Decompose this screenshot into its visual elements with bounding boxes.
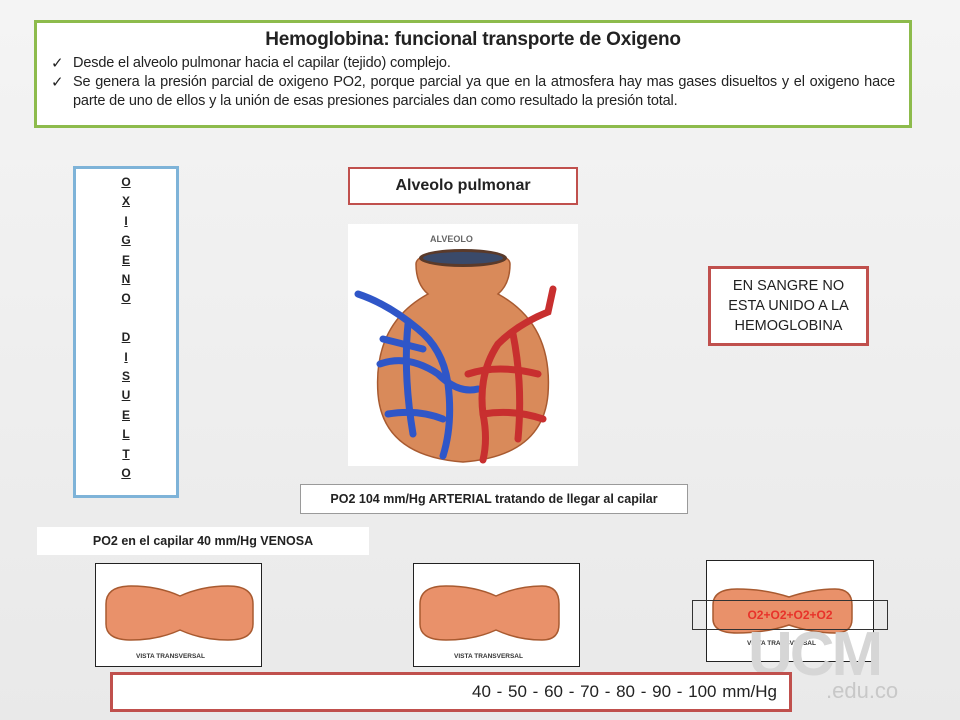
o2-label: O2+O2+O2+O2 — [692, 600, 888, 630]
vertical-letter: N — [121, 272, 131, 287]
bullet-text: Se genera la presión parcial de oxigeno … — [73, 74, 895, 109]
red-cell-card: VISTA TRANSVERSAL — [413, 563, 580, 667]
en-sangre-note: EN SANGRE NO ESTA UNIDO A LA HEMOGLOBINA — [708, 266, 869, 346]
pressure-scale: 40 - 50 - 60 - 70 - 80 - 90 - 100 mm/Hg — [110, 672, 792, 712]
vertical-letter: I — [124, 349, 128, 364]
bullet-list: ✓ Desde el alveolo pulmonar hacia el capi… — [51, 54, 895, 111]
ucm-watermark-domain: .edu.co — [826, 678, 899, 703]
header-box: Hemoglobina: funcional transporte de Oxi… — [34, 20, 912, 128]
bullet-text: Desde el alveolo pulmonar hacia el capil… — [73, 55, 451, 71]
vertical-letter: I — [124, 213, 128, 228]
bullet-item: ✓ Desde el alveolo pulmonar hacia el capi… — [51, 54, 895, 73]
vertical-letter: O — [121, 175, 131, 189]
note-line: ESTA UNIDO A LA — [728, 298, 849, 314]
cell-caption: VISTA TRANSVERSAL — [747, 640, 816, 647]
checkmark-icon: ✓ — [51, 55, 64, 72]
red-cell-illustration: VISTA TRANSVERSAL — [105, 585, 254, 660]
vertical-letter: E — [121, 252, 130, 267]
vertical-letter: L — [122, 427, 130, 442]
alveolo-image: ALVEOLO — [348, 224, 578, 466]
vertical-letter: G — [121, 233, 131, 248]
vertical-letter: S — [121, 369, 130, 384]
venosa-label: PO2 en el capilar 40 mm/Hg VENOSA — [37, 527, 369, 555]
vertical-letter: D — [121, 330, 131, 345]
vertical-letter: O — [121, 291, 131, 306]
arterial-label: PO2 104 mm/Hg ARTERIAL tratando de llega… — [300, 484, 688, 514]
note-line: EN SANGRE NO — [732, 278, 845, 294]
vertical-letter: E — [121, 407, 130, 422]
checkmark-icon: ✓ — [51, 74, 64, 91]
cell-caption: VISTA TRANSVERSAL — [454, 653, 523, 660]
alveolo-illustration: ALVEOLO — [354, 234, 557, 464]
alveolo-image-label: ALVEOLO — [430, 234, 473, 244]
note-line: HEMOGLOBINA — [734, 318, 843, 334]
vertical-letter: U — [121, 388, 131, 403]
slide-title: Hemoglobina: funcional transporte de Oxi… — [265, 29, 681, 50]
vertical-letter: X — [121, 194, 130, 209]
red-cell-card: VISTA TRANSVERSAL — [95, 563, 262, 667]
cell-caption: VISTA TRANSVERSAL — [136, 653, 205, 660]
red-cell-illustration: VISTA TRANSVERSAL — [419, 585, 560, 660]
vertical-letter: T — [122, 446, 130, 461]
vertical-letter: O — [121, 466, 131, 481]
bullet-item: ✓ Se genera la presión parcial de oxigeno… — [51, 73, 895, 111]
alveolo-title: Alveolo pulmonar — [348, 167, 578, 205]
